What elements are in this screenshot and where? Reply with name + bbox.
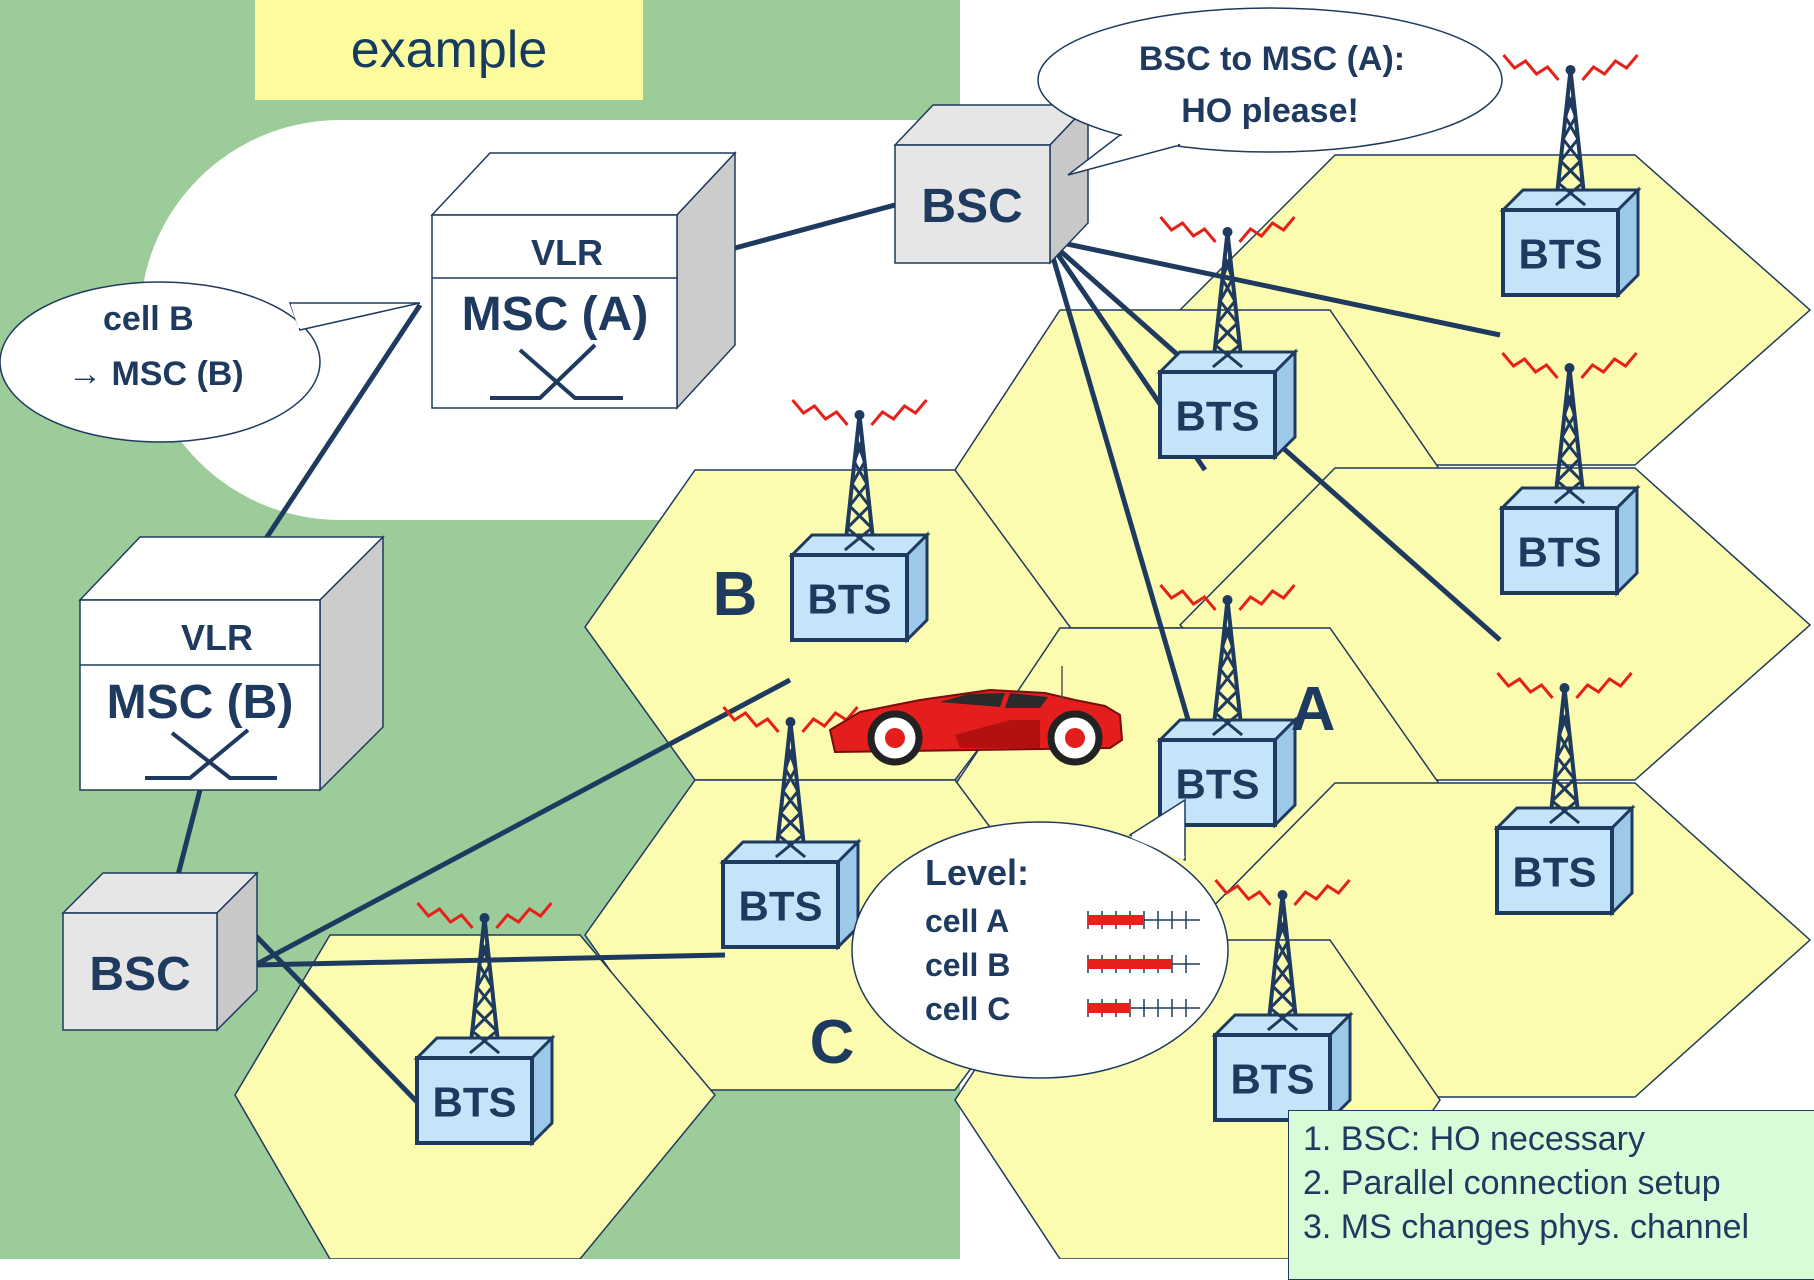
level-row-label: cell A xyxy=(925,903,1009,939)
bts-tower: BTS xyxy=(413,902,556,1147)
speech-cell-b-line1: cell B xyxy=(103,300,194,338)
step-1: 1. BSC: HO necessary xyxy=(1303,1120,1646,1158)
bts-label: BTS xyxy=(739,883,823,930)
bsc-top-box xyxy=(893,103,1090,265)
level-row: cell B xyxy=(925,947,1200,983)
bts-tower: BTS xyxy=(1211,879,1354,1124)
msc-b-vlr-label: VLR xyxy=(181,617,253,658)
bsc-bottom-box xyxy=(61,871,259,1032)
switch-icon xyxy=(145,728,277,780)
msc-a-box xyxy=(430,151,737,410)
msc-b-name-label: MSC (B) xyxy=(107,676,294,729)
level-title: Level: xyxy=(925,852,1029,893)
cell-a-letter: A xyxy=(1291,675,1336,744)
msc-a-vlr-label: VLR xyxy=(531,232,603,273)
bts-label: BTS xyxy=(1176,761,1260,808)
bts-label: BTS xyxy=(1513,849,1597,896)
bts-label: BTS xyxy=(433,1079,517,1126)
bsc-top-label: BSC xyxy=(921,180,1022,233)
bts-label: BTS xyxy=(1176,393,1260,440)
speech-cell-b-line2: → MSC (B) xyxy=(68,355,244,393)
msc-b-box xyxy=(78,535,385,792)
cell-c-letter: C xyxy=(810,1008,855,1077)
bts-tower: BTS xyxy=(1156,216,1299,461)
level-row: cell A xyxy=(925,903,1200,939)
speech-bsc-to-msc-line2: HO please! xyxy=(1181,92,1359,130)
step-3: 3. MS changes phys. channel xyxy=(1303,1208,1750,1246)
car-icon xyxy=(828,666,1124,766)
msc-a-name-label: MSC (A) xyxy=(462,288,649,341)
level-rows: cell A cell B cell C xyxy=(925,903,1200,1027)
steps-box: 1. BSC: HO necessary 2. Parallel connect… xyxy=(1288,1110,1814,1280)
bts-tower: BTS xyxy=(1498,352,1641,597)
level-bar-fill xyxy=(1088,959,1172,969)
bts-label: BTS xyxy=(808,576,892,623)
cell-b-letter: B xyxy=(713,560,758,629)
level-bar-fill xyxy=(1088,915,1144,925)
speech-bubble-level xyxy=(851,798,1229,1079)
bts-label: BTS xyxy=(1231,1056,1315,1103)
step-2: 2. Parallel connection setup xyxy=(1303,1164,1721,1202)
speech-bubble-cell-b xyxy=(0,281,421,443)
bts-label: BTS xyxy=(1519,231,1603,278)
speech-bubble-bsc-to-msc xyxy=(1037,7,1503,176)
level-bar-fill xyxy=(1088,1003,1131,1013)
level-row-label: cell C xyxy=(925,991,1010,1027)
bsc-bottom-label: BSC xyxy=(89,948,190,1001)
switch-icon xyxy=(490,343,623,400)
level-row-label: cell B xyxy=(925,947,1010,983)
bts-label: BTS xyxy=(1518,529,1602,576)
bts-tower: BTS xyxy=(1499,54,1642,299)
level-row: cell C xyxy=(925,991,1200,1027)
bts-tower: BTS xyxy=(1156,584,1299,829)
example-title: example xyxy=(255,0,643,100)
bts-tower: BTS xyxy=(1493,672,1636,917)
bts-tower: BTS xyxy=(788,399,931,644)
speech-bsc-to-msc-line1: BSC to MSC (A): xyxy=(1139,40,1405,78)
bts-layer: BTS BTS BTS BTS BTS BTS BTS BTS BTS xyxy=(413,54,1642,1147)
bts-tower: BTS xyxy=(719,706,862,951)
